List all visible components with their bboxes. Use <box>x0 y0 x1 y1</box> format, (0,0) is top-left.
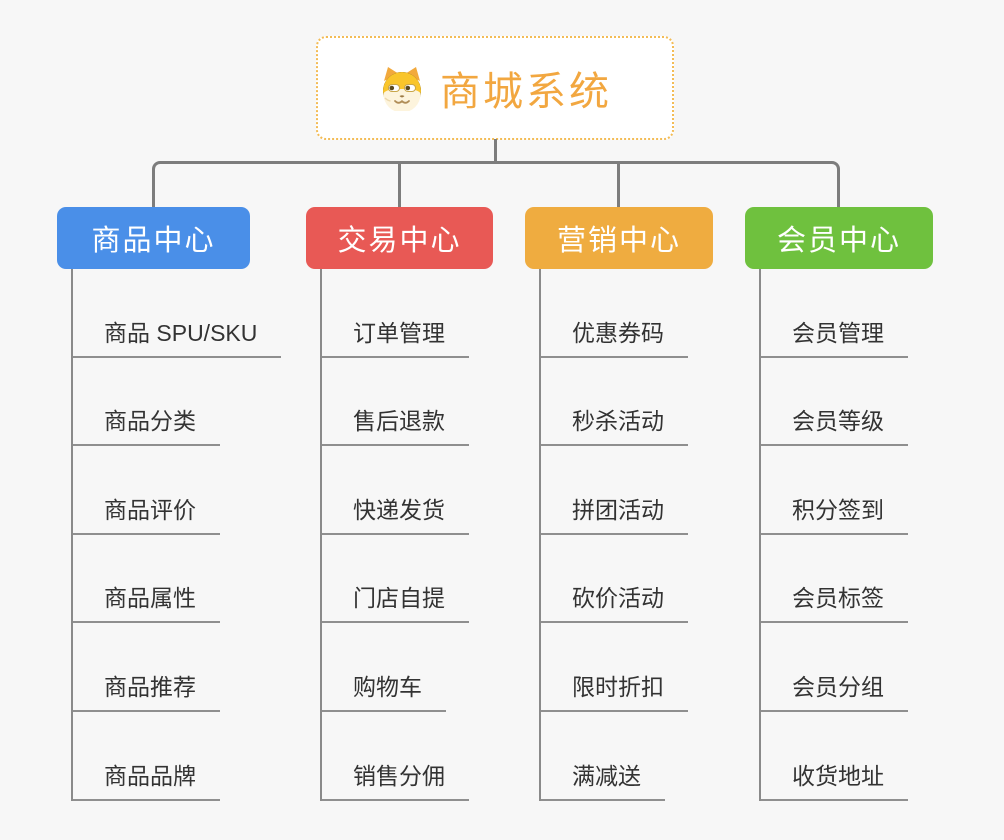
branch-node-marketing-center[interactable]: 营销中心 <box>525 207 713 269</box>
topic-label: 会员等级 <box>760 402 908 447</box>
topic-label: 秒杀活动 <box>540 402 688 447</box>
branch-trunk-line <box>539 269 541 801</box>
branch-member-center: 会员中心 会员管理 会员等级 积分签到 会员标签 会员分组 收货地址 <box>745 207 1004 801</box>
topic-label: 会员标签 <box>760 579 908 624</box>
branch-trunk-line <box>71 269 73 801</box>
topic-item[interactable]: 秒杀活动 <box>540 358 775 447</box>
topic-item[interactable]: 会员管理 <box>760 269 1004 358</box>
dog-face-icon <box>378 65 426 113</box>
branch-node-trade-center[interactable]: 交易中心 <box>306 207 493 269</box>
topic-item[interactable]: 商品分类 <box>72 358 307 447</box>
connector-root-stub <box>494 139 497 164</box>
topic-item[interactable]: 积分签到 <box>760 446 1004 535</box>
topic-label: 商品分类 <box>72 402 220 447</box>
root-title: 商城系统 <box>440 70 612 114</box>
topic-label: 商品品牌 <box>72 757 220 801</box>
topic-item[interactable]: 会员等级 <box>760 358 1004 447</box>
topic-label: 会员分组 <box>760 668 908 712</box>
topic-label: 满减送 <box>540 757 665 801</box>
topic-list: 会员管理 会员等级 积分签到 会员标签 会员分组 收货地址 <box>760 269 1004 801</box>
topic-list: 商品 SPU/SKU 商品分类 商品评价 商品属性 商品推荐 商品品牌 <box>72 269 307 801</box>
topic-label: 拼团活动 <box>540 491 688 535</box>
topic-label: 销售分佣 <box>321 757 469 801</box>
branch-node-product-center[interactable]: 商品中心 <box>57 207 250 269</box>
topic-item[interactable]: 满减送 <box>540 712 775 801</box>
topic-label: 快递发货 <box>321 491 469 535</box>
branch-node-member-center[interactable]: 会员中心 <box>745 207 933 269</box>
topic-item[interactable]: 购物车 <box>321 623 556 712</box>
topic-label: 商品推荐 <box>72 668 220 712</box>
topic-list: 优惠券码 秒杀活动 拼团活动 砍价活动 限时折扣 满减送 <box>540 269 775 801</box>
topic-item[interactable]: 会员分组 <box>760 623 1004 712</box>
topic-label: 收货地址 <box>760 757 908 801</box>
topic-item[interactable]: 拼团活动 <box>540 446 775 535</box>
topic-label: 砍价活动 <box>540 579 688 624</box>
topic-item[interactable]: 商品品牌 <box>72 712 307 801</box>
topic-label: 优惠券码 <box>540 314 688 358</box>
topic-label: 会员管理 <box>760 314 908 358</box>
topic-label: 售后退款 <box>321 402 469 447</box>
topic-item[interactable]: 会员标签 <box>760 535 1004 624</box>
topic-item[interactable]: 优惠券码 <box>540 269 775 358</box>
topic-label: 门店自提 <box>321 579 469 624</box>
topic-label: 商品 SPU/SKU <box>72 314 282 358</box>
topic-list: 订单管理 售后退款 快递发货 门店自提 购物车 销售分佣 <box>321 269 556 801</box>
topic-item[interactable]: 砍价活动 <box>540 535 775 624</box>
branch-trade-center: 交易中心 订单管理 售后退款 快递发货 门店自提 购物车 销售分佣 <box>306 207 556 801</box>
topic-label: 购物车 <box>321 668 446 712</box>
connector-drop-3 <box>617 164 620 207</box>
connector-frame <box>152 161 840 207</box>
branch-product-center: 商品中心 商品 SPU/SKU 商品分类 商品评价 商品属性 商品推荐 商品品牌 <box>57 207 307 801</box>
topic-item[interactable]: 订单管理 <box>321 269 556 358</box>
topic-item[interactable]: 商品 SPU/SKU <box>72 269 307 358</box>
branch-trunk-line <box>320 269 322 801</box>
topic-item[interactable]: 商品属性 <box>72 535 307 624</box>
topic-label: 积分签到 <box>760 491 908 535</box>
connector-drop-2 <box>398 164 401 207</box>
branch-trunk-line <box>759 269 761 801</box>
topic-label: 限时折扣 <box>540 668 688 712</box>
branch-marketing-center: 营销中心 优惠券码 秒杀活动 拼团活动 砍价活动 限时折扣 满减送 <box>525 207 775 801</box>
topic-label: 商品评价 <box>72 491 220 535</box>
topic-label: 订单管理 <box>321 314 469 358</box>
topic-item[interactable]: 快递发货 <box>321 446 556 535</box>
topic-item[interactable]: 商品推荐 <box>72 623 307 712</box>
topic-item[interactable]: 商品评价 <box>72 446 307 535</box>
topic-item[interactable]: 门店自提 <box>321 535 556 624</box>
topic-item[interactable]: 收货地址 <box>760 712 1004 801</box>
topic-label: 商品属性 <box>72 579 220 624</box>
topic-item[interactable]: 销售分佣 <box>321 712 556 801</box>
root-node[interactable]: 商城系统 <box>316 36 674 140</box>
topic-item[interactable]: 限时折扣 <box>540 623 775 712</box>
topic-item[interactable]: 售后退款 <box>321 358 556 447</box>
